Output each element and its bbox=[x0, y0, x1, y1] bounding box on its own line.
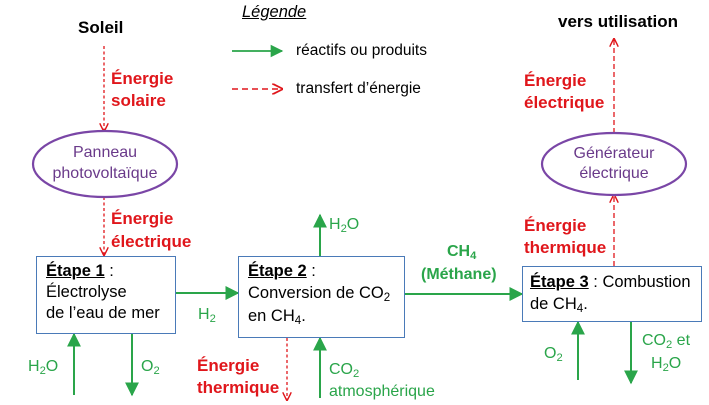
h2o-out-o: O bbox=[668, 355, 682, 372]
co2-atmospheric-label: atmosphérique bbox=[329, 383, 435, 400]
step2-line3-end: . bbox=[301, 307, 306, 325]
step3-title: Étape 3 bbox=[530, 273, 589, 291]
step1-title: Étape 1 bbox=[46, 262, 105, 280]
step3-title-rest: : Combustion bbox=[588, 273, 691, 291]
step1-box: Étape 1 : Électrolyse de l’eau de mer bbox=[36, 256, 176, 334]
step2-line3-sub: 4 bbox=[294, 314, 302, 327]
o2-out-sub: 2 bbox=[153, 364, 160, 377]
h2o-out-label: H2O bbox=[651, 354, 681, 374]
step2-line3: en CH4. bbox=[248, 306, 306, 327]
h2-label: H2 bbox=[198, 305, 216, 325]
energy-therm-right-line1: Énergie bbox=[524, 216, 587, 235]
step1-line3: de l’eau de mer bbox=[46, 304, 160, 322]
h2-sub: 2 bbox=[209, 312, 216, 325]
h2o-in-sub: 2 bbox=[39, 364, 46, 377]
energy-therm-mid-line2: thermique bbox=[197, 378, 280, 397]
step3-line2-sub: 4 bbox=[576, 302, 584, 315]
energy-therm-right-line2: thermique bbox=[524, 238, 607, 257]
step3-box: Étape 3 : Combustion de CH4. bbox=[522, 266, 702, 322]
energy-elec-left-line2: électrique bbox=[111, 232, 192, 251]
step2-line2-text: Conversion de CO bbox=[248, 284, 384, 302]
ch4-sub: 4 bbox=[470, 249, 477, 262]
energy-solar-line1: Énergie bbox=[111, 69, 174, 88]
energy-elec-left-line1: Énergie bbox=[111, 209, 174, 228]
step2-title-line: Étape 2 : bbox=[248, 261, 316, 282]
methane-label: (Méthane) bbox=[421, 266, 497, 283]
step2-line2: Conversion de CO2 bbox=[248, 283, 390, 304]
co2-out-et: et bbox=[672, 332, 691, 349]
h2o-in-label: H2O bbox=[28, 357, 58, 377]
generator-label-line1: Générateur bbox=[573, 145, 655, 162]
legend-title: Légende bbox=[242, 3, 307, 21]
step2-title: Étape 2 bbox=[248, 262, 307, 280]
h2o-in-o: O bbox=[45, 358, 59, 375]
sun-label: Soleil bbox=[78, 18, 124, 37]
ch4-ch: CH bbox=[447, 243, 471, 260]
step1-line2: Électrolyse bbox=[46, 283, 127, 301]
energy-solar-line2: solaire bbox=[111, 91, 166, 110]
h2-h: H bbox=[198, 306, 210, 323]
step3-line2-text: de CH bbox=[530, 295, 577, 313]
step1-colon: : bbox=[104, 262, 114, 280]
energy-elec-right-line2: électrique bbox=[524, 93, 605, 112]
h2o-top-o: O bbox=[346, 216, 360, 233]
h2o-top-h: H bbox=[329, 216, 341, 233]
step2-colon: : bbox=[306, 262, 316, 280]
generator-ellipse bbox=[540, 131, 688, 197]
use-label: vers utilisation bbox=[558, 12, 678, 31]
o2-out-label: O2 bbox=[141, 357, 160, 377]
energy-elec-right-line1: Énergie bbox=[524, 71, 587, 90]
energy-therm-mid-line1: Énergie bbox=[197, 356, 260, 375]
o2-in-sub: 2 bbox=[556, 351, 563, 364]
legend-green-label: réactifs ou produits bbox=[296, 42, 427, 59]
step1-title-line: Étape 1 : bbox=[46, 261, 114, 282]
co2-out-sub: 2 bbox=[666, 338, 673, 351]
h2o-top-sub: 2 bbox=[340, 222, 347, 235]
panel-label-line1: Panneau bbox=[72, 144, 138, 161]
step3-line2-end: . bbox=[583, 295, 588, 313]
co2-out-label: CO2 et bbox=[642, 331, 690, 351]
h2o-out-sub: 2 bbox=[662, 361, 669, 374]
step3-title-line: Étape 3 : Combustion bbox=[530, 272, 691, 293]
co2-in-co: CO bbox=[329, 361, 353, 378]
h2o-in-h: H bbox=[28, 358, 40, 375]
o2-in-label: O2 bbox=[544, 344, 563, 364]
co2-in-sub: 2 bbox=[353, 367, 360, 380]
h2o-top-label: H2O bbox=[329, 215, 359, 235]
panel-ellipse bbox=[31, 129, 179, 199]
ch4-label: CH4 bbox=[447, 242, 476, 262]
step2-line3-text: en CH bbox=[248, 307, 295, 325]
o2-in-o: O bbox=[544, 345, 557, 362]
generator-label-line2: électrique bbox=[579, 165, 649, 182]
o2-out-o: O bbox=[141, 358, 154, 375]
legend-red-label: transfert d’énergie bbox=[296, 80, 421, 97]
co2-out-co: CO bbox=[642, 332, 666, 349]
step3-line2: de CH4. bbox=[530, 294, 588, 315]
step2-line2-sub: 2 bbox=[383, 291, 391, 304]
co2-in-label: CO2 bbox=[329, 360, 359, 380]
h2o-out-h: H bbox=[651, 355, 663, 372]
panel-label-line2: photovoltaïque bbox=[52, 165, 158, 182]
step2-box: Étape 2 : Conversion de CO2 en CH4. bbox=[238, 256, 405, 338]
